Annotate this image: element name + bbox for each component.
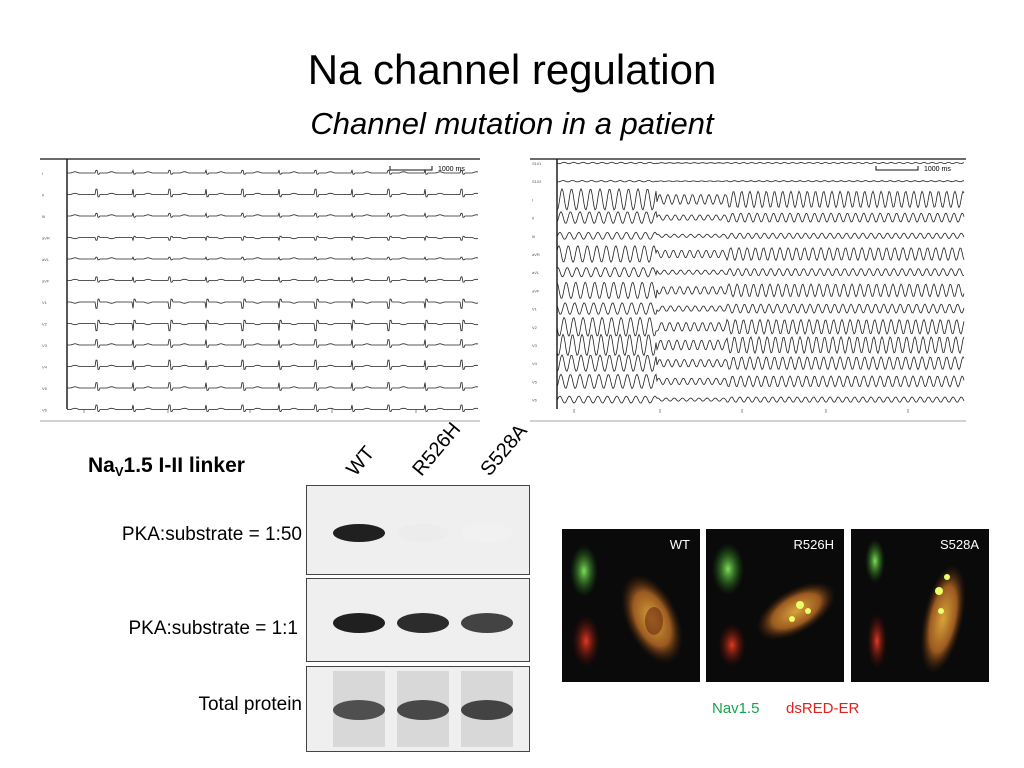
ecg-lead-trace [67,404,479,412]
ecg-lead-trace [556,180,965,183]
lane-label-wt: WT [342,442,380,481]
ecg-lead-trace [556,281,965,300]
ecg-lead-trace [67,256,479,261]
lead-label: II [42,193,44,198]
lead-label: S102 [532,179,542,184]
micro-panel-wt: WT [562,529,700,682]
blot-band [461,613,513,633]
row-label-pka-1-1: PKA:substrate = 1:1 [128,618,298,639]
ecg-lead-trace [556,395,965,404]
blot-band [461,700,513,720]
blot-band [397,700,449,720]
ecg-lead-trace [67,319,479,332]
lead-label: aVL [532,270,540,275]
scale-bar-label: 1000 ms [924,166,951,173]
lead-label: V1 [42,300,48,305]
micro-panel-s528a: S528A [851,529,989,682]
lead-label: aVR [42,236,50,241]
lead-label: aVF [532,288,540,293]
blot-band [397,613,449,633]
lead-label: V1 [532,307,538,312]
ecg-lead-trace [67,211,479,218]
legend-dsred-er: dsRED-ER [786,700,860,717]
blot-band [333,613,385,633]
lead-label: III [532,234,535,239]
ecg-lead-trace [556,354,965,373]
ecg-lead-trace [556,245,965,263]
ecg-lead-trace [67,339,479,348]
micro-panel-r526h: R526H [706,529,844,682]
blot-panel-pka-1-1 [306,578,530,662]
ecg-arrhythmia-trace: 1000 msS101S102IIIIIIaVRaVLaVFV1V2V3V4V5… [530,158,966,422]
blot-band [333,700,385,720]
blot-title: NaV1.5 I-II linker [88,454,245,479]
ecg-lead-trace [67,168,479,175]
ecg-lead-trace [67,359,479,370]
ecg-lead-trace [556,187,965,211]
micro-label-wt: WT [669,537,690,552]
ecg-lead-trace [556,231,965,240]
ecg-lead-trace [556,210,965,225]
ecg-lead-trace [556,373,965,390]
lead-label: V3 [42,343,48,348]
micro-label-r526h: R526H [793,537,834,552]
lead-label: V4 [42,365,48,370]
lead-label: V2 [42,322,48,327]
slide-title: Na channel regulation [307,46,717,93]
lead-label: V6 [532,398,538,403]
legend-nav15: Nav1.5 [712,700,760,717]
ecg-lead-trace [556,302,965,316]
blot-panel-pka-1-50 [306,485,530,575]
ecg-lead-trace [556,267,965,278]
row-label-pka-1-50: PKA:substrate = 1:50 [121,524,302,545]
lead-label: aVL [42,257,50,262]
lead-label: aVF [42,279,50,284]
blot-band [333,524,385,542]
ecg-lead-trace [556,333,965,357]
lead-label: V2 [532,325,538,330]
slide-subtitle: Channel mutation in a patient [310,106,714,141]
scale-bar [389,166,433,171]
lead-label: V5 [42,386,48,391]
ecg-lead-trace [67,276,479,283]
lane-label-s528a: S528A [476,420,532,481]
lane-label-r526h: R526H [408,418,466,481]
lead-label: V4 [532,361,538,366]
blot-band [461,524,513,542]
lead-label: III [42,214,45,219]
lead-label: aVR [532,252,540,257]
ecg-lead-trace [556,161,965,165]
scale-bar [875,166,919,171]
blot-band [397,524,449,542]
ecg-lead-trace [67,298,479,309]
scale-bar-label: 1000 ms [438,166,465,173]
micro-label-s528a: S528A [939,537,979,552]
lead-label: V5 [532,379,538,384]
ecg-lead-trace [67,188,479,198]
row-label-total-protein: Total protein [198,694,302,715]
blot-panel-total-protein [306,666,530,752]
ecg-lead-trace [556,316,965,337]
ecg-lead-trace [67,382,479,391]
lead-label: V6 [42,408,48,413]
lead-label: I [42,171,43,176]
lead-label: I [532,197,533,202]
lead-label: V3 [532,343,538,348]
lead-label: II [532,216,534,221]
ecg-lead-trace [67,235,479,242]
lead-label: S101 [532,161,542,166]
